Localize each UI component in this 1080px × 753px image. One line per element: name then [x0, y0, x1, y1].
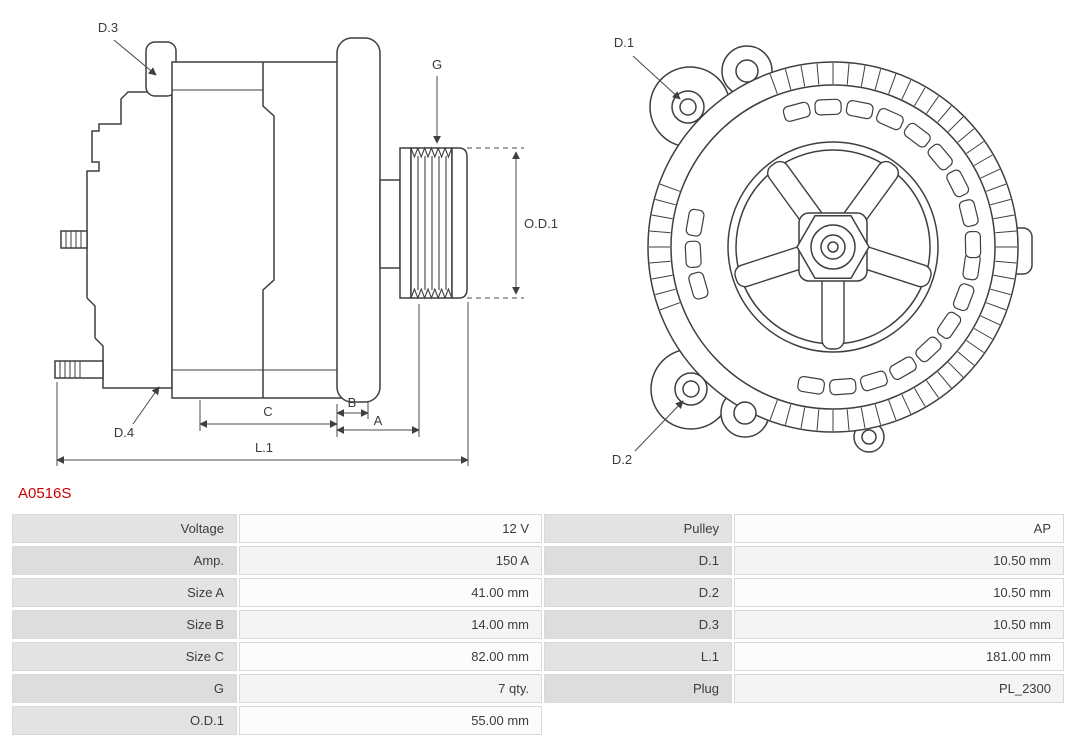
mount-stud: [54, 360, 104, 379]
spec-label: D.3: [544, 610, 732, 639]
spec-value: 55.00 mm: [239, 706, 542, 735]
side-view-labels: D.3 G O.D.1 D.4 C B A L.1: [98, 20, 558, 455]
label-d2: D.2: [612, 452, 632, 467]
side-view-drawing: [54, 37, 468, 403]
label-d4: D.4: [114, 425, 134, 440]
spec-label: Plug: [544, 674, 732, 703]
rear-view-labels: D.1 D.2: [612, 35, 634, 467]
spec-label: Size C: [12, 642, 237, 671]
spec-value: 10.50 mm: [734, 578, 1064, 607]
terminal-stud: [60, 230, 88, 249]
empty-cell: [734, 706, 1064, 735]
table-row: O.D.1 55.00 mm: [12, 706, 1064, 735]
empty-cell: [544, 706, 732, 735]
spec-value: 82.00 mm: [239, 642, 542, 671]
spec-label: Size B: [12, 610, 237, 639]
table-row: Size B 14.00 mm D.3 10.50 mm: [12, 610, 1064, 639]
label-b: B: [348, 395, 357, 410]
label-g: G: [432, 57, 442, 72]
spec-label: D.1: [544, 546, 732, 575]
spec-value: 7 qty.: [239, 674, 542, 703]
spec-label: G: [12, 674, 237, 703]
spec-label: Amp.: [12, 546, 237, 575]
table-row: G 7 qty. Plug PL_2300: [12, 674, 1064, 703]
technical-drawing-area: D.3 G O.D.1 D.4 C B A L.1: [54, 20, 1033, 467]
spec-label: Voltage: [12, 514, 237, 543]
spec-value: 12 V: [239, 514, 542, 543]
spec-value: PL_2300: [734, 674, 1064, 703]
spec-label: D.2: [544, 578, 732, 607]
spec-label: Size A: [12, 578, 237, 607]
label-od1: O.D.1: [524, 216, 558, 231]
rear-view-callouts: [632, 55, 684, 452]
table-row: Voltage 12 V Pulley AP: [12, 514, 1064, 543]
table-row: Size C 82.00 mm L.1 181.00 mm: [12, 642, 1064, 671]
table-row: Size A 41.00 mm D.2 10.50 mm: [12, 578, 1064, 607]
spec-value: AP: [734, 514, 1064, 543]
spec-value: 150 A: [239, 546, 542, 575]
spec-value: 14.00 mm: [239, 610, 542, 639]
part-number: A0516S: [18, 485, 72, 502]
spec-label: O.D.1: [12, 706, 237, 735]
spec-table: Voltage 12 V Pulley AP Amp. 150 A D.1 10…: [10, 511, 1066, 738]
spec-value: 41.00 mm: [239, 578, 542, 607]
pulley: [399, 147, 412, 299]
label-d1: D.1: [614, 35, 634, 50]
side-view-dimensions: [56, 39, 524, 466]
spec-value: 10.50 mm: [734, 546, 1064, 575]
spec-value: 10.50 mm: [734, 610, 1064, 639]
spec-label: L.1: [544, 642, 732, 671]
label-c: C: [263, 404, 272, 419]
spec-value: 181.00 mm: [734, 642, 1064, 671]
spec-label: Pulley: [544, 514, 732, 543]
alternator-technical-drawing: D.3 G O.D.1 D.4 C B A L.1: [54, 20, 1033, 467]
label-a: A: [374, 413, 383, 428]
label-l1: L.1: [255, 440, 273, 455]
rear-view-drawing: [647, 45, 1033, 453]
label-d3: D.3: [98, 20, 118, 35]
table-row: Amp. 150 A D.1 10.50 mm: [12, 546, 1064, 575]
